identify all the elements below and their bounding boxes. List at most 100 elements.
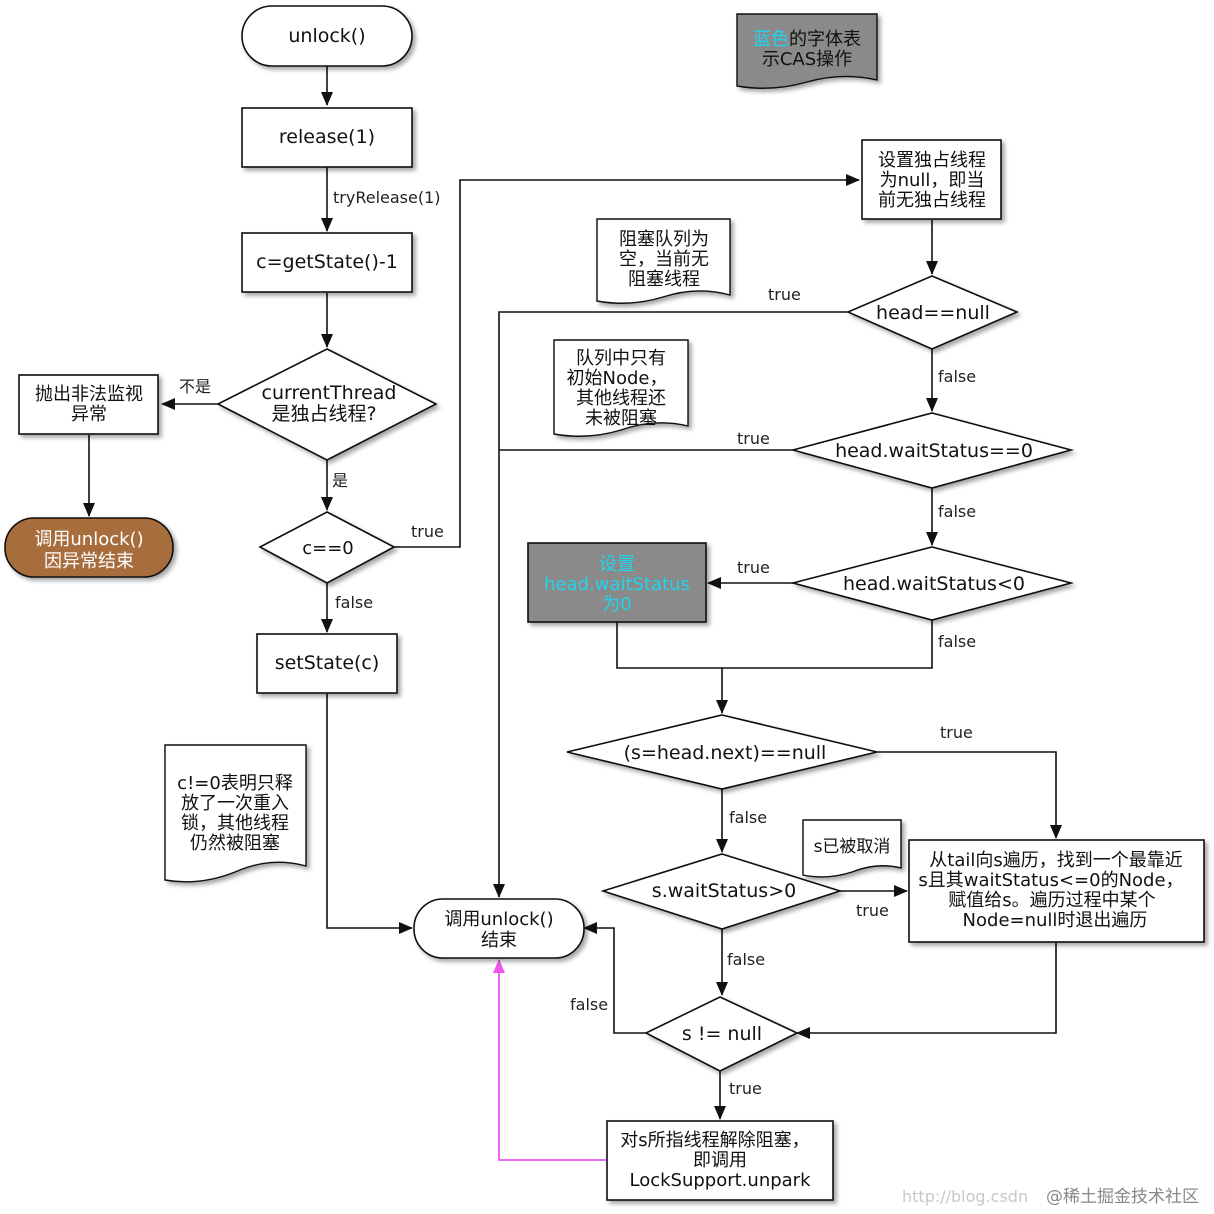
- edge-unpark-end: [493, 959, 606, 1161]
- label-headwslt0-true: true: [737, 558, 770, 577]
- label-not-is: 不是: [179, 377, 211, 396]
- node-unpark-line1: 对s所指线程解除阻塞，: [620, 1130, 809, 1151]
- node-unlock-end-line1: 调用unlock(): [444, 909, 553, 930]
- note-queue-empty: 阻塞队列为 空，当前无 阻塞线程: [596, 218, 731, 304]
- node-throw-exception: 抛出非法监视 异常: [18, 374, 159, 435]
- node-head-ws-eq0-label: head.waitStatus==0: [835, 440, 1033, 462]
- node-head-null: head==null: [845, 275, 1020, 350]
- node-throw-exception-line2: 异常: [71, 404, 107, 425]
- note-legend-rest: 的字体表: [789, 29, 861, 50]
- node-traverse-tail-line1: 从tail向s遍历，找到一个最靠近: [929, 850, 1182, 871]
- note-legend-blue-part: 蓝色: [753, 29, 789, 50]
- node-s-not-null-label: s != null: [682, 1023, 762, 1045]
- node-set-head-ws0-line1: 设置: [599, 554, 635, 575]
- label-swsgt0-false: false: [727, 950, 765, 969]
- note-queue-only-init-line1: 队列中只有: [576, 348, 666, 369]
- node-release-label: release(1): [279, 126, 375, 148]
- node-s-head-next-label: (s=head.next)==null: [624, 742, 827, 764]
- note-queue-empty-line3: 阻塞线程: [628, 269, 700, 290]
- label-is: 是: [332, 471, 348, 490]
- label-headnull-true: true: [768, 285, 801, 304]
- node-traverse-tail-line3: 赋值给s。遍历过程中某个: [948, 890, 1155, 911]
- edge-setstate-end: [326, 693, 413, 934]
- watermark-brand: @稀土掘金技术社区: [1046, 1187, 1199, 1207]
- edge-headnull-end: [493, 311, 848, 898]
- note-c-not-zero: c!=0表明只释 放了一次重入 锁，其他线程 仍然被阻塞: [164, 744, 307, 883]
- node-abnormal-end-line1: 调用unlock(): [34, 529, 143, 550]
- edge-shead-traverse: [877, 751, 1062, 839]
- label-headwslt0-false: false: [938, 632, 976, 651]
- node-unlock-label: unlock(): [288, 25, 365, 47]
- node-throw-exception-line1: 抛出非法监视: [35, 384, 143, 405]
- label-headws0-false: false: [938, 502, 976, 521]
- node-head-ws-lt0: head.waitStatus<0: [789, 546, 1075, 621]
- label-headnull-false: false: [938, 367, 976, 386]
- node-get-state: c=getState()-1: [241, 232, 413, 293]
- note-c-not-zero-line1: c!=0表明只释: [177, 773, 293, 794]
- label-shead-true: true: [940, 723, 973, 742]
- node-set-head-ws0: 设置 head.waitStatus 为0: [527, 542, 707, 623]
- note-queue-only-init-line2: 初始Node，: [567, 368, 668, 389]
- note-c-not-zero-line2: 放了一次重入: [181, 793, 289, 814]
- label-snotnull-true: true: [729, 1079, 762, 1098]
- node-set-head-ws0-line2: head.waitStatus: [544, 574, 690, 595]
- edge-czero-set-exclusive-null: [394, 174, 860, 548]
- label-shead-false: false: [729, 808, 767, 827]
- node-traverse-tail-line4: Node=null时退出遍历: [963, 910, 1148, 931]
- note-legend: 蓝色的字体表 示CAS操作: [736, 13, 878, 89]
- note-s-cancelled: s已被取消: [802, 819, 902, 878]
- label-snotnull-false: false: [570, 995, 608, 1014]
- edge-labels: tryRelease(1) 不是 是 true false true false…: [179, 188, 976, 1098]
- node-c-zero: c==0: [258, 511, 396, 584]
- node-head-ws-eq0: head.waitStatus==0: [789, 412, 1075, 489]
- node-head-ws-lt0-label: head.waitStatus<0: [843, 573, 1025, 595]
- node-unlock-end: 调用unlock() 结束: [413, 898, 585, 959]
- node-set-state: setState(c): [256, 633, 398, 694]
- node-set-exclusive-null-line1: 设置独占线程: [878, 150, 986, 171]
- note-s-cancelled-label: s已被取消: [814, 837, 891, 857]
- node-unlock-end-line2: 结束: [481, 930, 517, 951]
- node-current-thread-line1: currentThread: [262, 382, 397, 404]
- watermark-url: http://blog.csdn: [902, 1187, 1028, 1206]
- note-legend-line1: 蓝色的字体表: [753, 29, 861, 50]
- node-head-null-label: head==null: [876, 302, 990, 324]
- node-unpark: 对s所指线程解除阻塞， 即调用 LockSupport.unpark: [606, 1120, 834, 1201]
- node-unpark-line3: LockSupport.unpark: [629, 1170, 811, 1191]
- edge-snotnull-end: [583, 922, 646, 1034]
- label-czero-true: true: [411, 522, 444, 541]
- note-queue-only-init-line4: 未被阻塞: [585, 408, 657, 429]
- note-queue-empty-line2: 空，当前无: [619, 249, 709, 270]
- node-abnormal-end: 调用unlock() 因异常结束: [4, 517, 174, 578]
- node-set-head-ws0-line3: 为0: [602, 594, 631, 615]
- node-get-state-label: c=getState()-1: [256, 251, 398, 273]
- edges: [83, 66, 1062, 1120]
- label-swsgt0-true: true: [856, 901, 889, 920]
- node-current-thread: currentThread 是独占线程?: [216, 348, 438, 461]
- edge-traverse-snotnull: [796, 943, 1057, 1039]
- node-s-ws-gt0-label: s.waitStatus>0: [652, 880, 796, 902]
- node-s-ws-gt0: s.waitStatus>0: [600, 853, 843, 930]
- note-c-not-zero-line3: 锁，其他线程: [181, 813, 289, 834]
- node-set-exclusive-null-line3: 前无独占线程: [878, 190, 986, 211]
- edge-setws0-shead: [616, 622, 722, 669]
- node-unlock: unlock(): [241, 5, 413, 67]
- node-s-not-null: s != null: [644, 996, 799, 1072]
- node-c-zero-label: c==0: [302, 538, 354, 559]
- node-unpark-line2: 即调用: [693, 1150, 747, 1171]
- note-queue-only-init: 队列中只有 初始Node， 其他线程还 未被阻塞: [553, 339, 689, 437]
- label-try-release: tryRelease(1): [333, 188, 441, 207]
- node-release: release(1): [241, 107, 413, 168]
- label-headws0-true: true: [737, 429, 770, 448]
- note-c-not-zero-line4: 仍然被阻塞: [190, 833, 280, 854]
- node-set-exclusive-null: 设置独占线程 为null，即当 前无独占线程: [861, 139, 1002, 220]
- note-queue-empty-line1: 阻塞队列为: [619, 229, 709, 250]
- label-czero-false: false: [335, 593, 373, 612]
- node-s-head-next: (s=head.next)==null: [566, 714, 878, 790]
- note-legend-line2: 示CAS操作: [762, 49, 852, 70]
- watermark: http://blog.csdn @稀土掘金技术社区: [902, 1187, 1199, 1207]
- node-set-exclusive-null-line2: 为null，即当: [880, 170, 985, 191]
- node-current-thread-line2: 是独占线程?: [271, 403, 376, 425]
- note-queue-only-init-line3: 其他线程还: [576, 388, 666, 409]
- node-set-state-label: setState(c): [275, 652, 380, 674]
- node-traverse-tail-line2: s且其waitStatus<=0的Node，: [918, 870, 1183, 891]
